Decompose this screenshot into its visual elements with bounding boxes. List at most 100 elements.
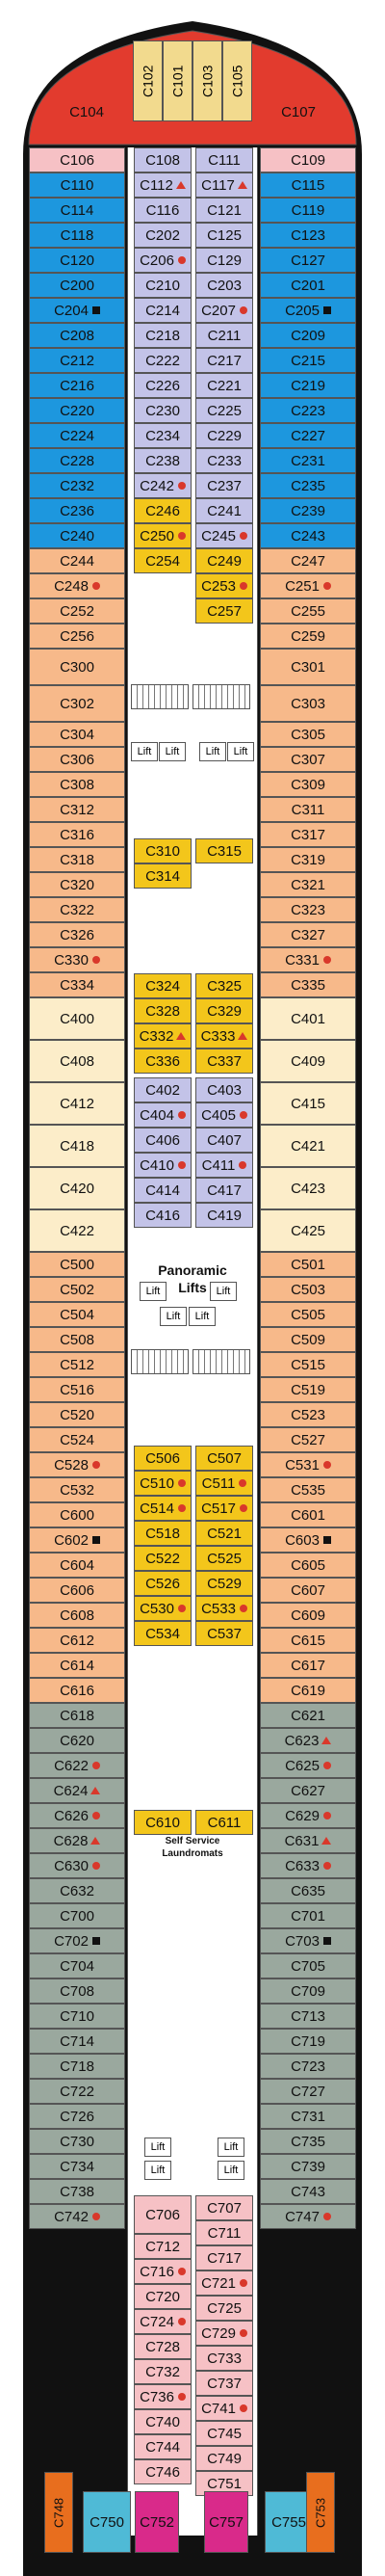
cabin-c112[interactable]: C112 [134,173,192,198]
cabin-c215[interactable]: C215 [260,348,356,373]
cabin-c412[interactable]: C412 [29,1082,125,1125]
cabin-c709[interactable]: C709 [260,1978,356,2004]
cabin-c611[interactable]: C611 [195,1810,253,1835]
cabin-c242[interactable]: C242 [134,473,192,498]
cabin-c415[interactable]: C415 [260,1082,356,1125]
cabin-c510[interactable]: C510 [134,1471,192,1496]
cabin-c119[interactable]: C119 [260,198,356,223]
cabin-c125[interactable]: C125 [195,223,253,248]
cabin-c205[interactable]: C205 [260,298,356,323]
cabin-c203[interactable]: C203 [195,273,253,298]
cabin-c701[interactable]: C701 [260,1903,356,1928]
cabin-c235[interactable]: C235 [260,473,356,498]
cabin-c623[interactable]: C623 [260,1728,356,1753]
cabin-c325[interactable]: C325 [195,973,253,998]
cabin-c255[interactable]: C255 [260,598,356,624]
cabin-c327[interactable]: C327 [260,922,356,947]
cabin-c322[interactable]: C322 [29,897,125,922]
cabin-c519[interactable]: C519 [260,1377,356,1402]
cabin-c238[interactable]: C238 [134,448,192,473]
cabin-c713[interactable]: C713 [260,2004,356,2029]
cabin-c523[interactable]: C523 [260,1402,356,1427]
cabin-c746[interactable]: C746 [134,2459,192,2484]
cabin-c618[interactable]: C618 [29,1703,125,1728]
cabin-c212[interactable]: C212 [29,348,125,373]
cabin-c324[interactable]: C324 [134,973,192,998]
cabin-c515[interactable]: C515 [260,1352,356,1377]
cabin-c506[interactable]: C506 [134,1446,192,1471]
cabin-c725[interactable]: C725 [195,2296,253,2321]
cabin-c123[interactable]: C123 [260,223,356,248]
cabin-c332[interactable]: C332 [134,1023,192,1049]
cabin-c727[interactable]: C727 [260,2079,356,2104]
cabin-c505[interactable]: C505 [260,1302,356,1327]
cabin-c224[interactable]: C224 [29,423,125,448]
cabin-c704[interactable]: C704 [29,1953,125,1978]
cabin-c403[interactable]: C403 [195,1077,253,1102]
cabin-c111[interactable]: C111 [195,147,253,173]
cabin-c606[interactable]: C606 [29,1578,125,1603]
cabin-c532[interactable]: C532 [29,1477,125,1502]
cabin-c520[interactable]: C520 [29,1402,125,1427]
cabin-c626[interactable]: C626 [29,1803,125,1828]
cabin-c411[interactable]: C411 [195,1153,253,1178]
cabin-c748[interactable]: C748 [44,2472,73,2553]
cabin-c718[interactable]: C718 [29,2054,125,2079]
cabin-c129[interactable]: C129 [195,248,253,273]
cabin-c720[interactable]: C720 [134,2284,192,2309]
cabin-c314[interactable]: C314 [134,863,192,889]
cabin-c243[interactable]: C243 [260,523,356,548]
cabin-c208[interactable]: C208 [29,323,125,348]
cabin-c511[interactable]: C511 [195,1471,253,1496]
cabin-c251[interactable]: C251 [260,573,356,598]
cabin-c719[interactable]: C719 [260,2029,356,2054]
cabin-c410[interactable]: C410 [134,1153,192,1178]
cabin-c237[interactable]: C237 [195,473,253,498]
cabin-c336[interactable]: C336 [134,1049,192,1074]
cabin-c627[interactable]: C627 [260,1778,356,1803]
cabin-c234[interactable]: C234 [134,423,192,448]
cabin-c419[interactable]: C419 [195,1203,253,1228]
cabin-c333[interactable]: C333 [195,1023,253,1049]
cabin-c201[interactable]: C201 [260,273,356,298]
cabin-c517[interactable]: C517 [195,1496,253,1521]
cabin-c334[interactable]: C334 [29,972,125,997]
cabin-c528[interactable]: C528 [29,1452,125,1477]
cabin-c600[interactable]: C600 [29,1502,125,1527]
cabin-c757[interactable]: C757 [204,2491,248,2553]
cabin-c204[interactable]: C204 [29,298,125,323]
cabin-c107[interactable]: C107 [281,104,316,120]
cabin-c723[interactable]: C723 [260,2054,356,2079]
cabin-c615[interactable]: C615 [260,1628,356,1653]
cabin-c241[interactable]: C241 [195,498,253,523]
cabin-c414[interactable]: C414 [134,1178,192,1203]
cabin-c330[interactable]: C330 [29,947,125,972]
cabin-c240[interactable]: C240 [29,523,125,548]
cabin-c524[interactable]: C524 [29,1427,125,1452]
cabin-c755[interactable]: C755 [265,2491,313,2553]
cabin-c219[interactable]: C219 [260,373,356,398]
cabin-c233[interactable]: C233 [195,448,253,473]
cabin-c329[interactable]: C329 [195,998,253,1023]
cabin-c406[interactable]: C406 [134,1128,192,1153]
cabin-c628[interactable]: C628 [29,1828,125,1853]
cabin-c734[interactable]: C734 [29,2154,125,2179]
cabin-c717[interactable]: C717 [195,2245,253,2271]
cabin-c321[interactable]: C321 [260,872,356,897]
cabin-c335[interactable]: C335 [260,972,356,997]
cabin-c738[interactable]: C738 [29,2179,125,2204]
cabin-c405[interactable]: C405 [195,1102,253,1128]
cabin-c120[interactable]: C120 [29,248,125,273]
cabin-c625[interactable]: C625 [260,1753,356,1778]
cabin-c631[interactable]: C631 [260,1828,356,1853]
cabin-c310[interactable]: C310 [134,838,192,863]
cabin-c257[interactable]: C257 [195,598,253,624]
cabin-c401[interactable]: C401 [260,997,356,1040]
cabin-c633[interactable]: C633 [260,1853,356,1878]
cabin-c706[interactable]: C706 [134,2195,192,2234]
cabin-c315[interactable]: C315 [195,838,253,863]
cabin-c302[interactable]: C302 [29,685,125,722]
cabin-c331[interactable]: C331 [260,947,356,972]
cabin-c621[interactable]: C621 [260,1703,356,1728]
cabin-c733[interactable]: C733 [195,2346,253,2371]
